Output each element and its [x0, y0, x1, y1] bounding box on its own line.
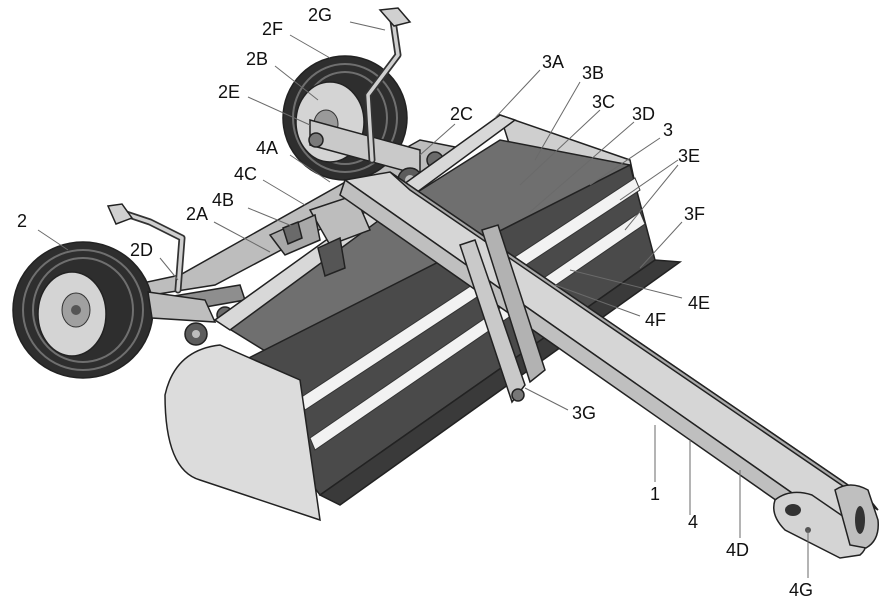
label-2f: 2F [262, 19, 283, 39]
label-4e: 4E [688, 293, 710, 313]
label-4a: 4A [256, 138, 278, 158]
hitch-clevis [773, 484, 879, 559]
label-3f: 3F [684, 204, 705, 224]
machine-drawing [12, 7, 879, 559]
label-3e: 3E [678, 146, 700, 166]
label-3d: 3D [632, 104, 655, 124]
label-1: 1 [650, 484, 660, 504]
label-2d: 2D [130, 240, 153, 260]
callout-labels: 2G 2F 2B 2E 2C 4A 4C 4B 2A 2 2D 3A 3B 3C… [17, 5, 813, 600]
label-2a: 2A [186, 204, 208, 224]
label-2c: 2C [450, 104, 473, 124]
label-3: 3 [663, 120, 673, 140]
label-2b: 2B [246, 49, 268, 69]
wheel-left [12, 241, 154, 379]
crank-handle-right [364, 7, 412, 164]
label-3a: 3A [542, 52, 564, 72]
crank-handle-left [106, 203, 186, 294]
label-4b: 4B [212, 190, 234, 210]
label-3c: 3C [592, 92, 615, 112]
label-2e: 2E [218, 82, 240, 102]
label-4d: 4D [726, 540, 749, 560]
label-2: 2 [17, 211, 27, 231]
leader-lines [37, 21, 809, 578]
label-4g: 4G [789, 580, 813, 600]
support-links [459, 224, 546, 404]
label-4: 4 [688, 512, 698, 532]
label-3g: 3G [572, 403, 596, 423]
hitch-frame [268, 194, 371, 278]
label-4c: 4C [234, 164, 257, 184]
label-2g: 2G [308, 5, 332, 25]
label-4f: 4F [645, 310, 666, 330]
label-3b: 3B [582, 63, 604, 83]
wheel-arm-left [147, 291, 234, 346]
